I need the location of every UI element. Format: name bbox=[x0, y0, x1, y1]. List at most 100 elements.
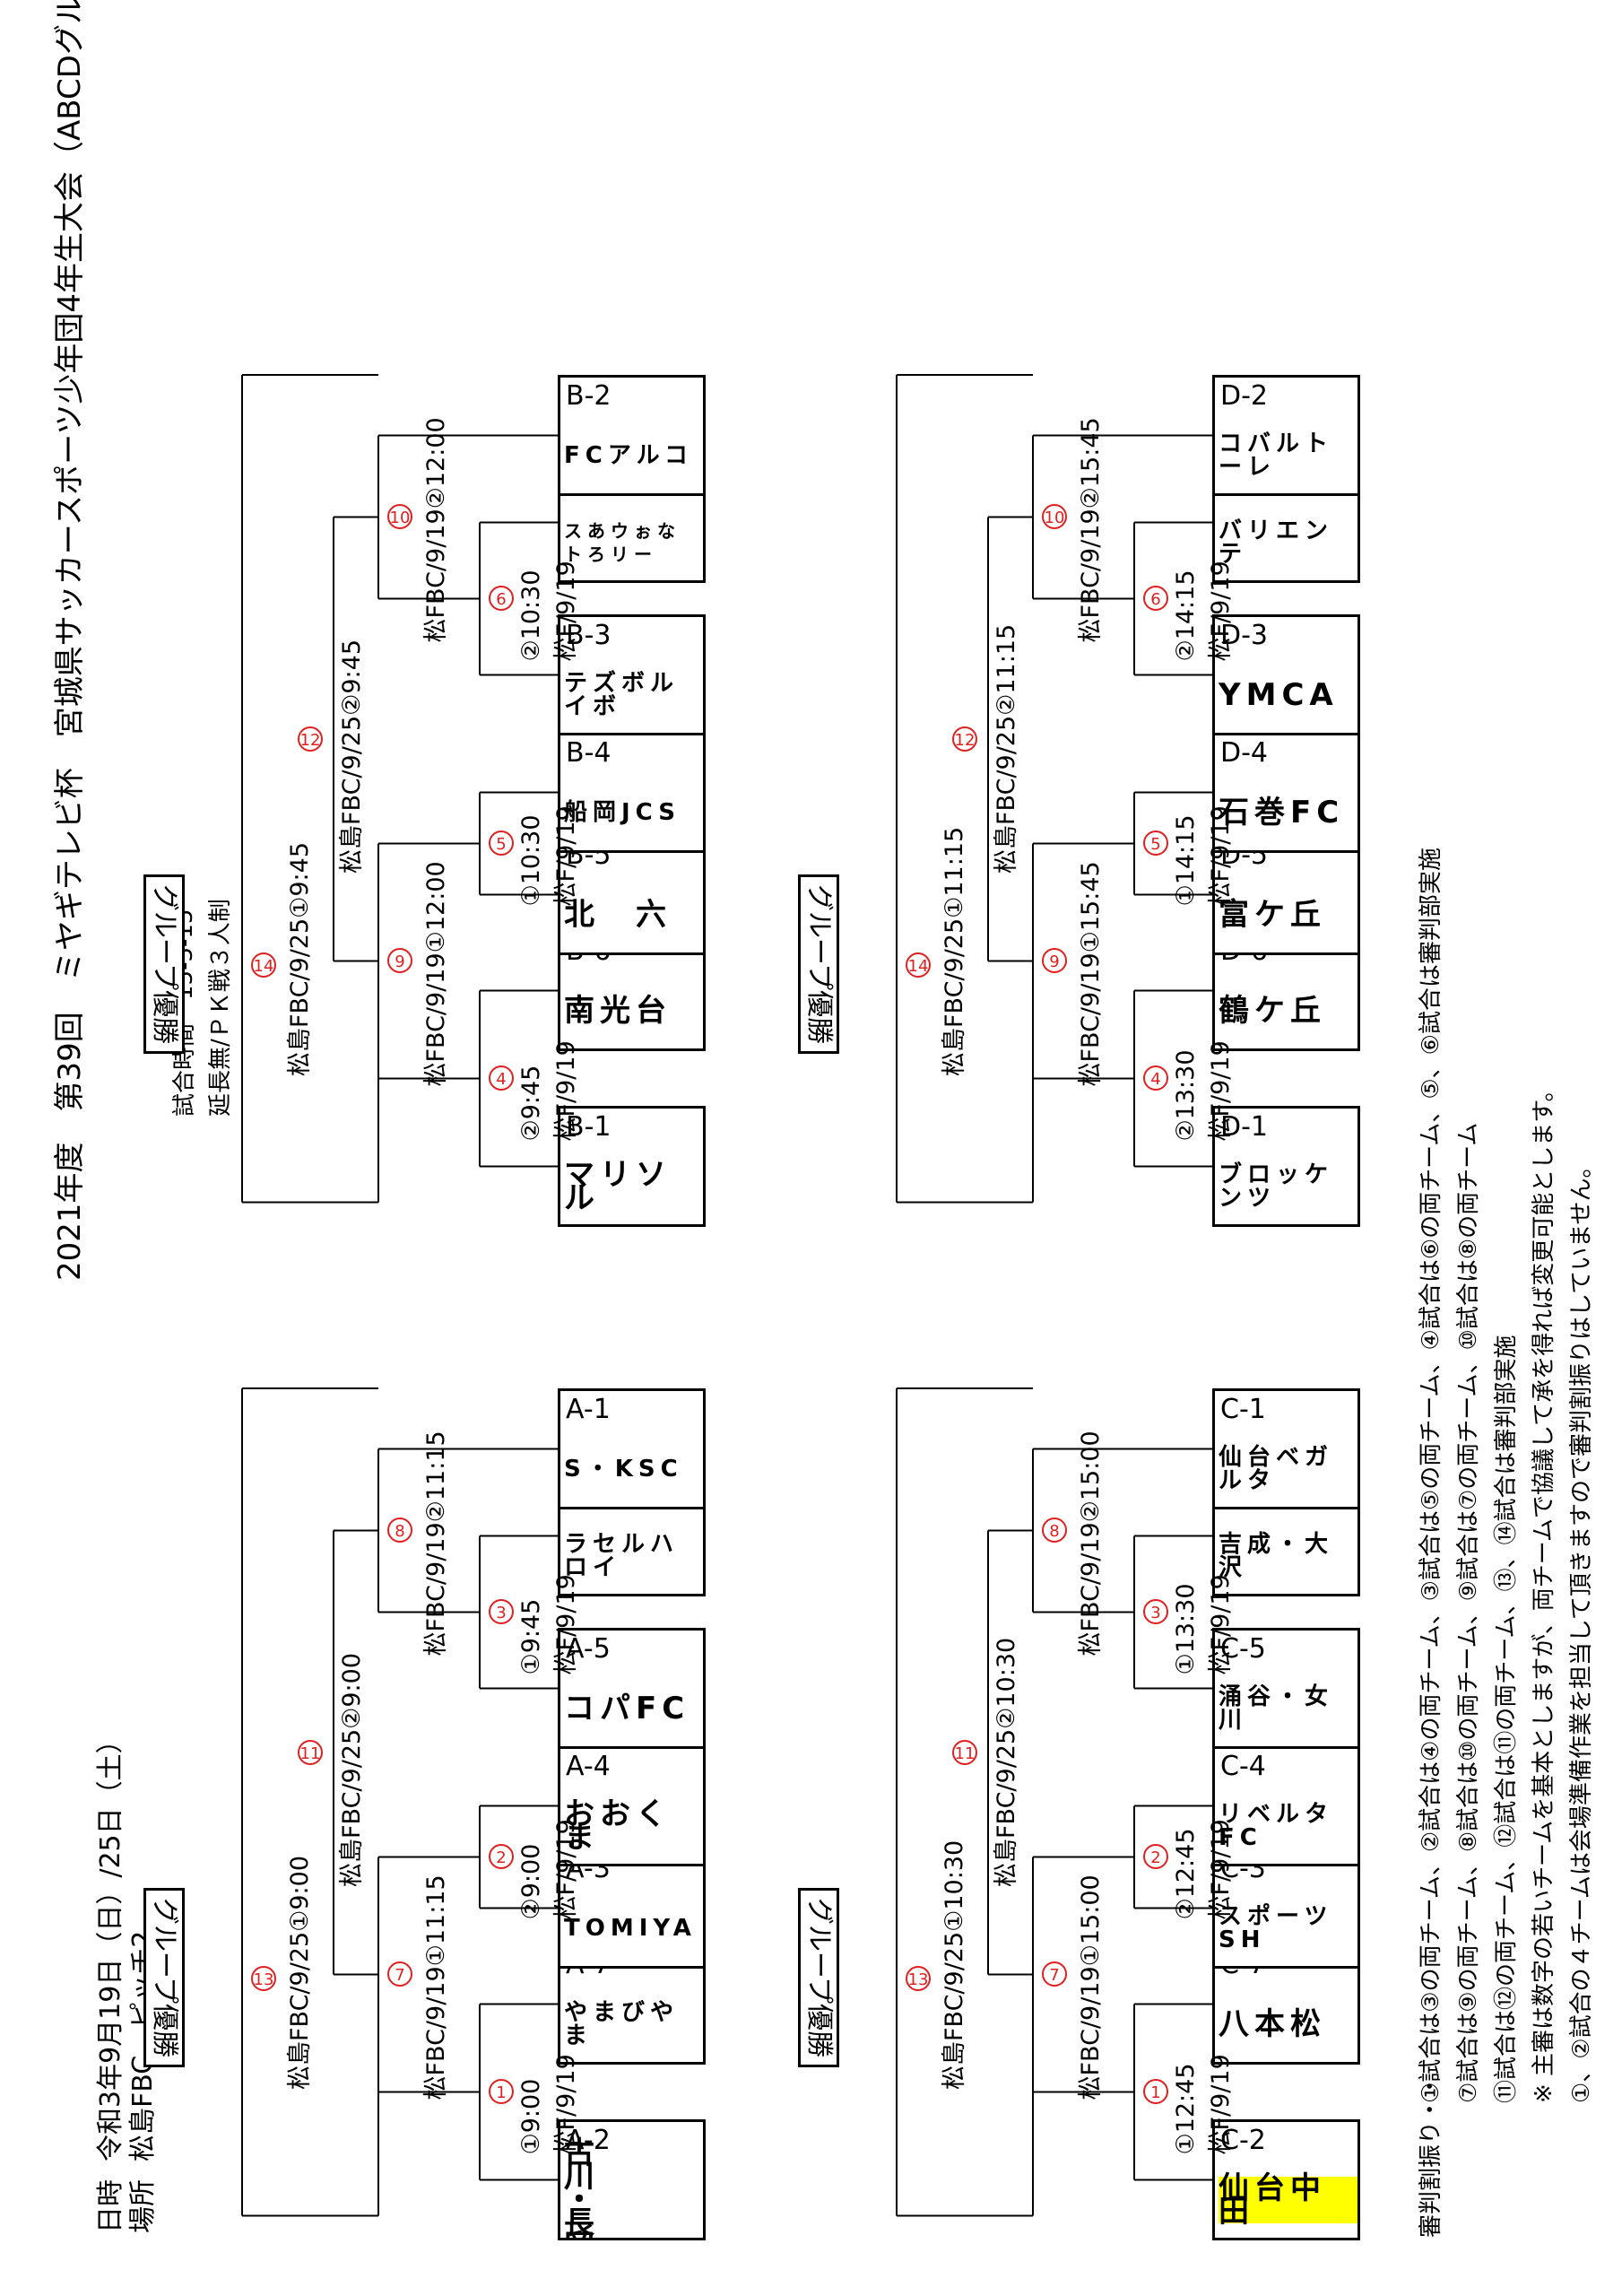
team-name-line: 涌谷・女川 bbox=[1219, 1683, 1334, 1734]
referee-line-3: ⑪試合は⑫の両チーム、⑫試合は⑪の両チーム、⑬、⑭試合は審判部実施 bbox=[1493, 1335, 1520, 2103]
match-time: ②9:00 bbox=[517, 1843, 545, 1920]
team-name: 吉成・大沢 bbox=[1219, 1518, 1357, 1594]
match-time: ①10:30 bbox=[517, 814, 545, 907]
team-name: おおくま bbox=[564, 1787, 703, 1864]
referee-notes: ①試合は③の両チーム、②試合は④の両チーム、③試合は⑤の両チーム、④試合は⑥の両… bbox=[1412, 848, 1600, 2103]
match-number-circle: 11 bbox=[298, 1740, 323, 1765]
match-number-circle: 10 bbox=[1042, 504, 1067, 530]
match-time: ②9:45 bbox=[517, 1065, 545, 1142]
team-name: マリソル bbox=[564, 1148, 703, 1224]
team-name: YMCA bbox=[1219, 657, 1357, 733]
referee-line-1: ①試合は③の両チーム、②試合は④の両チーム、③試合は⑤の両チーム、④試合は⑥の両… bbox=[1418, 848, 1444, 2103]
match-time: ②14:15 bbox=[1172, 570, 1200, 662]
team-box-d-2: D-2 コバルトーレ bbox=[1212, 375, 1360, 496]
match-venue: 松F/9/19 bbox=[552, 1040, 580, 1142]
team-name-line: 仙台中田 bbox=[1219, 2170, 1357, 2230]
team-name-line: ラセルハロイ bbox=[564, 1530, 680, 1581]
referee-line-5: ①、②試合の４チームは会場準備作業を担当して頂きますので審判割振りはしていません… bbox=[1568, 1154, 1595, 2104]
team-code: D-2 bbox=[1220, 380, 1269, 412]
group-final-title: グループ優勝 bbox=[798, 874, 839, 1054]
team-name: やまびやま bbox=[564, 1986, 703, 2062]
match-venue: 松F/9/19 bbox=[1207, 1040, 1235, 1142]
team-code: C-1 bbox=[1220, 1394, 1266, 1425]
team-name: 鶴ケ丘 bbox=[1219, 972, 1357, 1048]
match-schedule: 松FBC/9/19①12:00 bbox=[422, 861, 450, 1087]
match-time: ①13:30 bbox=[1172, 1583, 1200, 1675]
team-name: FCアルコ bbox=[564, 417, 703, 493]
team-name-line: コバルトーレ bbox=[1219, 430, 1334, 481]
team-name: 仙台中田 bbox=[1219, 2161, 1357, 2238]
team-code: D-3 bbox=[1220, 620, 1269, 651]
match-time: ①9:00 bbox=[517, 2078, 545, 2155]
team-name-line: 鶴ケ丘 bbox=[1219, 992, 1326, 1029]
match-schedule: 松FBC/9/19①11:15 bbox=[422, 1874, 450, 2100]
match-venue: 松F/9/19 bbox=[1207, 1819, 1235, 1920]
team-name: 富ケ丘 bbox=[1219, 876, 1357, 952]
team-name-line: 八本松 bbox=[1219, 2005, 1326, 2042]
team-name-line: バリエンテ bbox=[1219, 517, 1334, 568]
team-code: B-1 bbox=[566, 1111, 612, 1143]
match-schedule: 松FBC/9/19②15:00 bbox=[1077, 1431, 1105, 1657]
team-code: B-4 bbox=[566, 737, 612, 769]
match-schedule: 松島FBC/9/25②9:45 bbox=[338, 639, 366, 874]
match-venue: 松F/9/19 bbox=[1207, 2054, 1235, 2155]
team-code: C-5 bbox=[1220, 1633, 1266, 1665]
match-venue: 松F/9/19 bbox=[1207, 1574, 1235, 1675]
match-venue: 松F/9/19 bbox=[552, 805, 580, 907]
team-name-line: ブロッケンツ bbox=[1219, 1161, 1334, 1212]
match-number-circle: 13 bbox=[906, 1966, 931, 1991]
match-schedule: 松島FBC/9/25①9:00 bbox=[286, 1856, 314, 2090]
match-venue: 松F/9/19 bbox=[1207, 805, 1235, 907]
group-final-title: グループ優勝 bbox=[143, 1888, 185, 2067]
match-time: ②12:45 bbox=[1172, 1828, 1200, 1920]
team-name: スあウぉなトろリー bbox=[564, 504, 703, 580]
match-number-circle: 12 bbox=[952, 726, 977, 752]
team-name-line: FCアルコ bbox=[564, 441, 694, 469]
team-name-line: おおくま bbox=[564, 1796, 672, 1856]
team-code: A-4 bbox=[566, 1751, 611, 1782]
group-final-title: グループ優勝 bbox=[143, 874, 185, 1054]
match-number-circle: 10 bbox=[387, 504, 412, 530]
team-code: D-1 bbox=[1220, 1111, 1269, 1143]
match-time: ②13:30 bbox=[1172, 1049, 1200, 1142]
team-box-c-1: C-1 仙台ベガルタ bbox=[1212, 1388, 1360, 1509]
match-number-circle: 11 bbox=[952, 1740, 977, 1765]
team-name-line: 仙台ベガルタ bbox=[1219, 1443, 1334, 1494]
team-name-line: 吉成・大沢 bbox=[1219, 1530, 1334, 1581]
team-name-line: スあウぉなトろリー bbox=[564, 519, 681, 565]
team-name: 仙台ベガルタ bbox=[1219, 1431, 1357, 1507]
team-name: バリエンテ bbox=[1219, 504, 1357, 580]
team-name-line: S・KSC bbox=[564, 1455, 683, 1483]
match-venue: 松F/9/19 bbox=[552, 561, 580, 662]
team-code: B-2 bbox=[566, 380, 612, 412]
team-name-line: TOMIYA bbox=[564, 1914, 697, 1942]
group-final-title: グループ優勝 bbox=[798, 1888, 839, 2067]
team-code: C-4 bbox=[1220, 1751, 1266, 1782]
team-name-line: スポーツSH bbox=[1219, 1902, 1333, 1953]
match-number-circle: 14 bbox=[251, 952, 276, 978]
team-name: コバルトーレ bbox=[1219, 417, 1357, 493]
match-number-circle: 14 bbox=[906, 952, 931, 978]
team-code: C-2 bbox=[1220, 2125, 1266, 2156]
team-name: 涌谷・女川 bbox=[1219, 1670, 1357, 1746]
venue-label: 場所 bbox=[127, 2179, 159, 2233]
match-schedule: 松島FBC/9/25①10:30 bbox=[941, 1839, 968, 2090]
team-name: 南光台 bbox=[564, 972, 703, 1048]
team-name-line: テズボルイボ bbox=[564, 669, 680, 720]
team-name-line: 石巻FC bbox=[1219, 794, 1345, 831]
match-venue: 松F/9/19 bbox=[552, 2054, 580, 2155]
team-name: 北 六 bbox=[564, 876, 703, 952]
team-name: TOMIYA bbox=[564, 1890, 703, 1966]
team-name: S・KSC bbox=[564, 1431, 703, 1507]
match-schedule: 松FBC/9/19①15:00 bbox=[1077, 1874, 1105, 2100]
team-name-line: マリソル bbox=[564, 1156, 672, 1216]
team-name-line: YMCA bbox=[1219, 676, 1339, 713]
match-schedule: 松島FBC/9/25②10:30 bbox=[993, 1637, 1020, 1887]
team-name: リベルタFC bbox=[1219, 1787, 1357, 1864]
match-schedule: 松島FBC/9/25②9:00 bbox=[338, 1653, 366, 1887]
match-venue: 松F/9/19 bbox=[552, 1819, 580, 1920]
